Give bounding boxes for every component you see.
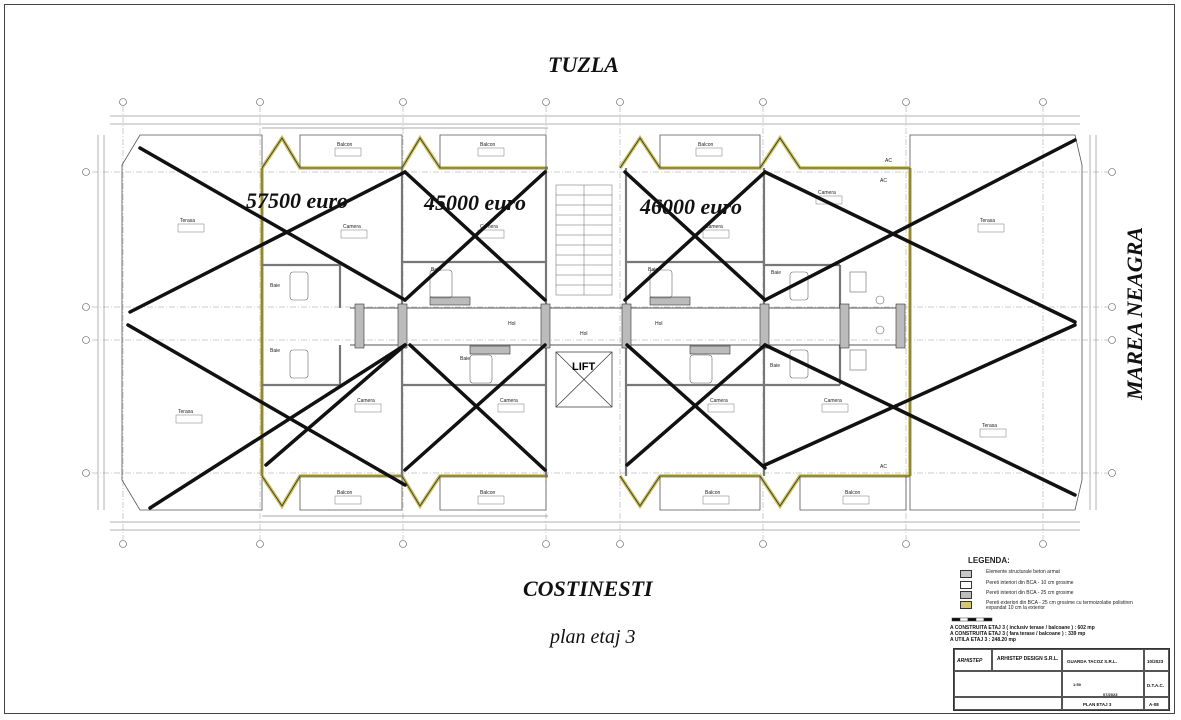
room-tag-camera: Camera: [343, 224, 361, 230]
area-line: A CONSTRUITA ETAJ 3 ( fara terase / balc…: [950, 631, 1086, 637]
legend-title: LEGENDA:: [968, 556, 1010, 565]
room-tag-baie: Baie: [648, 267, 658, 273]
grid-bubbles: [82, 98, 1116, 548]
title-block-sheet-title-cell: PLAN ETAJ 3: [1062, 697, 1144, 710]
grid-lines: [92, 106, 1110, 540]
title-block-footer-cell: [954, 697, 1062, 710]
title-block-signatures-cell: [954, 671, 1062, 697]
room-tag-baie: Baie: [270, 348, 280, 354]
plan-title: plan etaj 3: [550, 626, 636, 648]
area-summary: A CONSTRUITA ETAJ 3 ( inclusiv terase / …: [950, 625, 1150, 643]
sold-unit-crosses: [126, 138, 1077, 510]
room-tag-baie: Baie: [771, 270, 781, 276]
title-block-date-cell: 10/2023: [1144, 649, 1169, 671]
unit-price-2: 45000 euro: [424, 190, 527, 215]
terrace-outlines: [121, 127, 1083, 517]
bathroom-fixtures: [289, 269, 885, 384]
interior-walls: [262, 168, 842, 476]
area-line: A UTILA ETAJ 3 : 248.20 mp: [950, 637, 1016, 643]
legend-swatch: [960, 570, 972, 578]
legend-swatch: [960, 601, 972, 609]
unit-price-3: 46000 euro: [640, 194, 743, 219]
legend-text: Pereti exteriori din BCA - 25 cm grosime…: [986, 600, 1133, 611]
room-tag-camera: Camera: [357, 398, 375, 404]
room-tag-baie: Baie: [270, 283, 280, 289]
room-tag-balcon: Balcon: [480, 490, 496, 496]
room-tag-camera: Camera: [818, 190, 836, 196]
legend-swatch: [960, 591, 972, 599]
room-tag-balcon: Balcon: [705, 490, 721, 496]
room-tag-balcon: Balcon: [698, 142, 714, 148]
company-name: ARHISTEP DESIGN S.R.L.: [997, 656, 1059, 662]
room-tag-terasa: Terasa: [180, 218, 195, 224]
company-logo: ARHISTEP: [957, 658, 983, 664]
title-block-client-cell: GUARDA TACOZ S.R.L.: [1062, 649, 1144, 671]
room-tag-balcon: Balcon: [845, 490, 861, 496]
room-tag-hol: Hol: [508, 321, 516, 327]
unit-price-1: 57500 euro: [246, 188, 349, 213]
room-tag-baie: Baie: [770, 363, 780, 369]
balconies: [299, 134, 907, 511]
room-tag-ac: AC: [885, 158, 892, 164]
legend-item: Pereti interiori din BCA - 10 cm grosime: [950, 581, 1170, 591]
legend-text: Elemente structurale beton armat: [986, 569, 1060, 575]
room-tag-camera: Camera: [824, 398, 842, 404]
room-tag-terasa: Terasa: [982, 423, 997, 429]
title-block-scale-cell: 1:50 07/2023: [1062, 671, 1144, 697]
room-tag-camera: Camera: [705, 224, 723, 230]
north-orientation-label: TUZLA: [548, 52, 619, 77]
room-tag-balcon: Balcon: [337, 142, 353, 148]
title-block: ARHISTEP ARHISTEP DESIGN S.R.L. GUARDA T…: [953, 648, 1170, 711]
structural-columns: [354, 296, 906, 355]
staircase: [555, 184, 613, 296]
legend-text: Pereti interiori din BCA - 10 cm grosime: [986, 580, 1074, 586]
room-tag-ac: AC: [880, 178, 887, 184]
legend-swatch: [960, 581, 972, 589]
room-tag-baie: Baie: [460, 356, 470, 362]
lift-label: LIFT: [572, 361, 596, 373]
room-tag-balcon: Balcon: [480, 142, 496, 148]
sheet-title: PLAN ETAJ 3: [1083, 702, 1112, 707]
room-tag-camera: Camera: [710, 398, 728, 404]
title-block-logo-cell: ARHISTEP: [954, 649, 992, 671]
room-tag-ac: AC: [880, 464, 887, 470]
project-number: 07/2023: [1103, 692, 1118, 697]
area-line: A CONSTRUITA ETAJ 3 ( inclusiv terase / …: [950, 625, 1095, 631]
drawing-scale: 1:50: [1073, 682, 1082, 687]
legend-item: Pereti exteriori din BCA - 25 cm grosime…: [950, 601, 1170, 615]
room-tag-balcon: Balcon: [337, 490, 353, 496]
room-tag-hol: Hol: [580, 331, 588, 337]
room-tag-camera: Camera: [500, 398, 518, 404]
title-block-phase-cell: D.T.A.C.: [1144, 671, 1169, 697]
project-phase: D.T.A.C.: [1147, 683, 1165, 688]
legend-text: Pereti interiori din BCA - 25 cm grosime: [986, 590, 1074, 596]
room-tag-camera: Camera: [480, 224, 498, 230]
room-tag-terasa: Terasa: [178, 409, 193, 415]
dimension-lines: [97, 115, 1097, 531]
title-block-company-cell: ARHISTEP DESIGN S.R.L.: [992, 649, 1062, 671]
east-orientation-label: MAREA NEAGRA: [1122, 226, 1147, 400]
lift-shaft: [555, 351, 613, 408]
sheet-number: A-08: [1149, 702, 1159, 707]
drawing-date: 10/2023: [1147, 659, 1164, 664]
client-name: GUARDA TACOZ S.R.L.: [1067, 659, 1117, 664]
south-orientation-label: COSTINESTI: [523, 576, 653, 601]
room-tag-hol: Hol: [655, 321, 663, 327]
legend-item: Pereti interiori din BCA - 25 cm grosime: [950, 591, 1170, 601]
scale-bar: [951, 617, 993, 622]
room-tag-terasa: Terasa: [980, 218, 995, 224]
title-block-sheet-no-cell: A-08: [1144, 697, 1169, 710]
legend-item: Elemente structurale beton armat: [950, 570, 1170, 580]
drawing-frame: [4, 4, 1175, 714]
